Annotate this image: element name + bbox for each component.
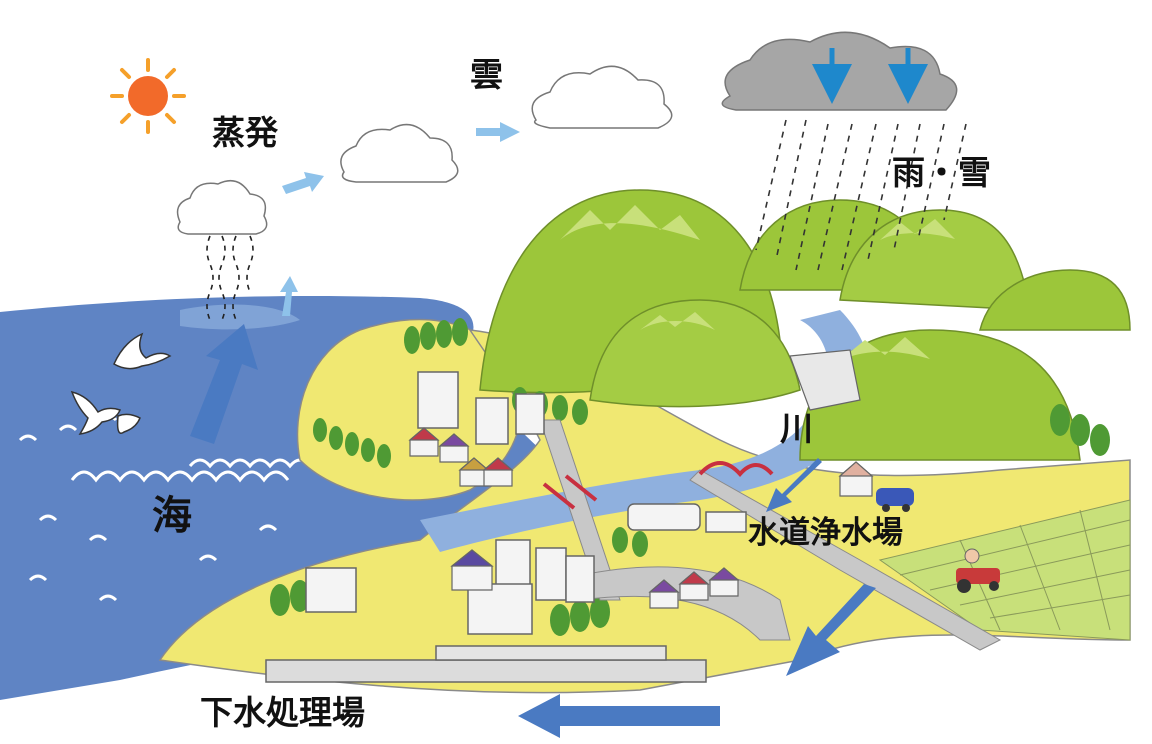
label-sewage-treatment-plant: 下水処理場 [200, 693, 365, 732]
label-river: 川 [780, 409, 813, 448]
sea-shine [180, 304, 300, 330]
label-evaporation: 蒸発 [212, 113, 278, 152]
arrows [190, 48, 928, 738]
dam [789, 349, 861, 411]
evaporation-arrow [190, 324, 258, 444]
mountain-highlights [560, 205, 955, 360]
bridges [542, 461, 774, 510]
rain [755, 119, 967, 271]
tractor [956, 548, 1000, 593]
label-cloud: 雲 [470, 55, 503, 94]
river-to-plant-arrow [766, 458, 822, 512]
seabirds [70, 332, 172, 435]
steam [206, 235, 254, 321]
sewage-return-arrow [518, 694, 720, 738]
mountains [479, 189, 1131, 461]
arrow-to-cloud-1 [282, 172, 324, 194]
houses [408, 427, 874, 609]
buildings [265, 371, 747, 683]
label-rain-snow: 雨・雪 [892, 153, 991, 192]
label-water-treatment-plant: 水道浄水場 [748, 515, 903, 551]
arrow-small-rising [280, 276, 298, 316]
label-sea: 海 [152, 493, 192, 539]
arrow-to-cloud-2 [476, 122, 520, 142]
car [876, 488, 914, 512]
sun-icon [110, 58, 186, 134]
plant-to-sewage-arrow [786, 584, 876, 676]
